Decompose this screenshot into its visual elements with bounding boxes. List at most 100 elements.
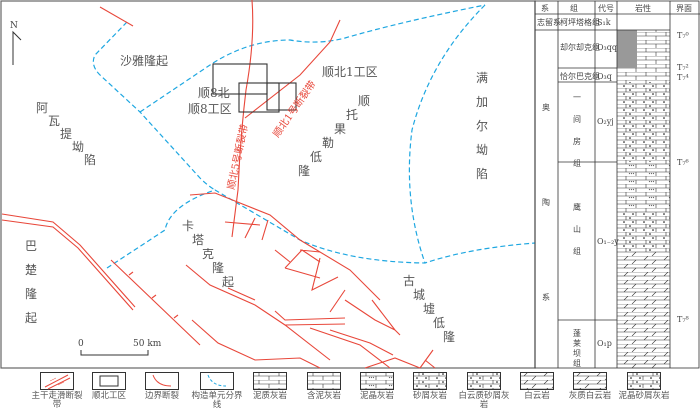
legend-label: 泥晶砂屑灰岩 [618,391,670,401]
region-shuntuo: 托 [346,108,358,122]
region-gucheng: 墟 [423,302,435,316]
faults [1,0,436,369]
legend-item: 砂屑灰岩 [404,372,456,401]
interface-label: T₇⁴ [677,73,689,82]
stratigraphic-column [534,0,700,369]
region-manjiaer: 尔 [476,118,488,133]
region-bachu: 隆 [25,286,37,301]
region-katake: 起 [222,275,234,289]
region-awati: 陷 [84,152,96,167]
region-awati: 提 [60,126,72,141]
boundary-fault-icon [145,372,179,390]
region-bachu: 起 [25,311,37,325]
label-s8: 顺8工区 [188,102,232,116]
column-header: 界面 [676,4,692,13]
formation-code: O₁p [597,339,612,348]
region-shuntuo: 果 [334,122,346,136]
formation-name: 坝 [573,349,581,358]
legend-label: 边界断裂 [144,391,179,401]
interface-label: T₇² [677,63,689,72]
legend-label: 含泥灰岩 [306,391,341,401]
work-area-icon [92,372,126,390]
region-awati: 坳 [72,140,84,154]
region-manjiaer: 陷 [476,166,488,181]
legend-item: 主干走滑断裂带 [31,372,83,410]
formation-name: 蓬 [573,328,581,338]
legend-label: 灰质白云岩 [568,391,612,401]
work-area-sb1 [266,82,297,111]
formation-name: 房 [573,136,581,146]
region-katake: 克 [202,247,214,261]
unit-boundaries [92,4,536,269]
formation-code: O₃q [597,72,612,81]
region-gucheng: 城 [413,288,425,302]
work-area-boxes [212,63,297,113]
region-gucheng: 低 [433,316,445,330]
column-header: 系 [541,3,549,13]
svg-text:0: 0 [78,339,84,349]
label-s8n: 顺8北 [198,86,230,100]
calcarenite-icon [413,372,447,390]
svg-text:50 km: 50 km [133,339,162,349]
column-header: 岩性 [635,3,651,13]
region-manjiaer: 坳 [476,143,488,157]
scale-bar: 0 50 km [78,339,162,356]
work-area-s8n [212,63,268,95]
map-frame [0,0,536,369]
legend-label: 砂屑灰岩 [412,391,447,401]
muddy-limestone-icon [307,372,341,390]
legend-item: 边界断裂 [136,372,188,401]
strike-slip-fault-icon [40,372,74,390]
north-label: N [10,21,18,31]
legend-item: 含泥灰岩 [298,372,350,401]
interface-label: T₇⁶ [677,158,689,167]
legend-label: 泥晶灰岩 [359,391,394,401]
formation-name: 鹰 [573,202,581,212]
legend-label: 顺北工区 [91,391,126,401]
legend-item: 灰质白云岩 [564,372,616,401]
region-shuntuo: 勒 [322,136,334,150]
legend-item: 白云质砂屑灰岩 [458,372,510,410]
formation-name: 一 [573,93,581,102]
calcareous-dolomite-icon [573,372,607,390]
formation-name: 莱 [573,338,581,348]
formation-code: S₁k [597,18,611,27]
legend-label: 主干走滑断裂带 [31,391,83,410]
formation-name: 山 [573,224,581,234]
legend-label: 构造单元分界线 [191,391,243,410]
legend-item: 泥晶灰岩 [351,372,403,401]
north-arrow-icon: N [10,21,22,65]
dolomite-icon [520,372,554,390]
system-ordovician: 奥 [542,102,550,112]
formation-name: 间 [573,115,581,124]
interface-label: T₇⁰ [677,31,689,40]
micrite-icon [360,372,394,390]
formation-code: O₁₋₂y [597,237,619,246]
formation-name: 柯坪塔格组 [560,17,600,27]
system-silurian: 志留系 [537,17,561,27]
label-sb1: 顺北1工区 [322,65,378,79]
formation-name: 组 [573,158,581,168]
formation-name: 却尔却克组 [560,42,600,52]
legend-label: 白云质砂屑灰岩 [458,391,510,410]
region-shuntuo: 低 [310,150,322,164]
formation-name: 组 [573,246,581,256]
work-area-s8 [238,82,280,113]
region-shuntuo: 顺 [358,94,370,108]
region-bachu: 巴 [25,239,37,253]
region-gucheng: 隆 [443,329,455,344]
region-gucheng: 古 [403,273,415,288]
interface-label: T₇⁸ [677,315,689,324]
region-katake: 隆 [212,260,224,275]
fault-label-sb1: 顺北1号断裂带 [270,78,319,140]
legend-item: 泥质灰岩 [244,372,296,401]
region-shaya: 沙雅隆起 [120,53,168,68]
region-awati: 瓦 [48,114,60,128]
region-katake: 卡 [182,219,194,233]
legend-item: 泥晶砂屑灰岩 [618,372,670,401]
dolomitic-calcarenite-icon [467,372,501,390]
formation-code: O₂yj [597,117,614,126]
unit-boundary-icon [200,372,234,390]
region-manjiaer: 加 [476,95,488,109]
